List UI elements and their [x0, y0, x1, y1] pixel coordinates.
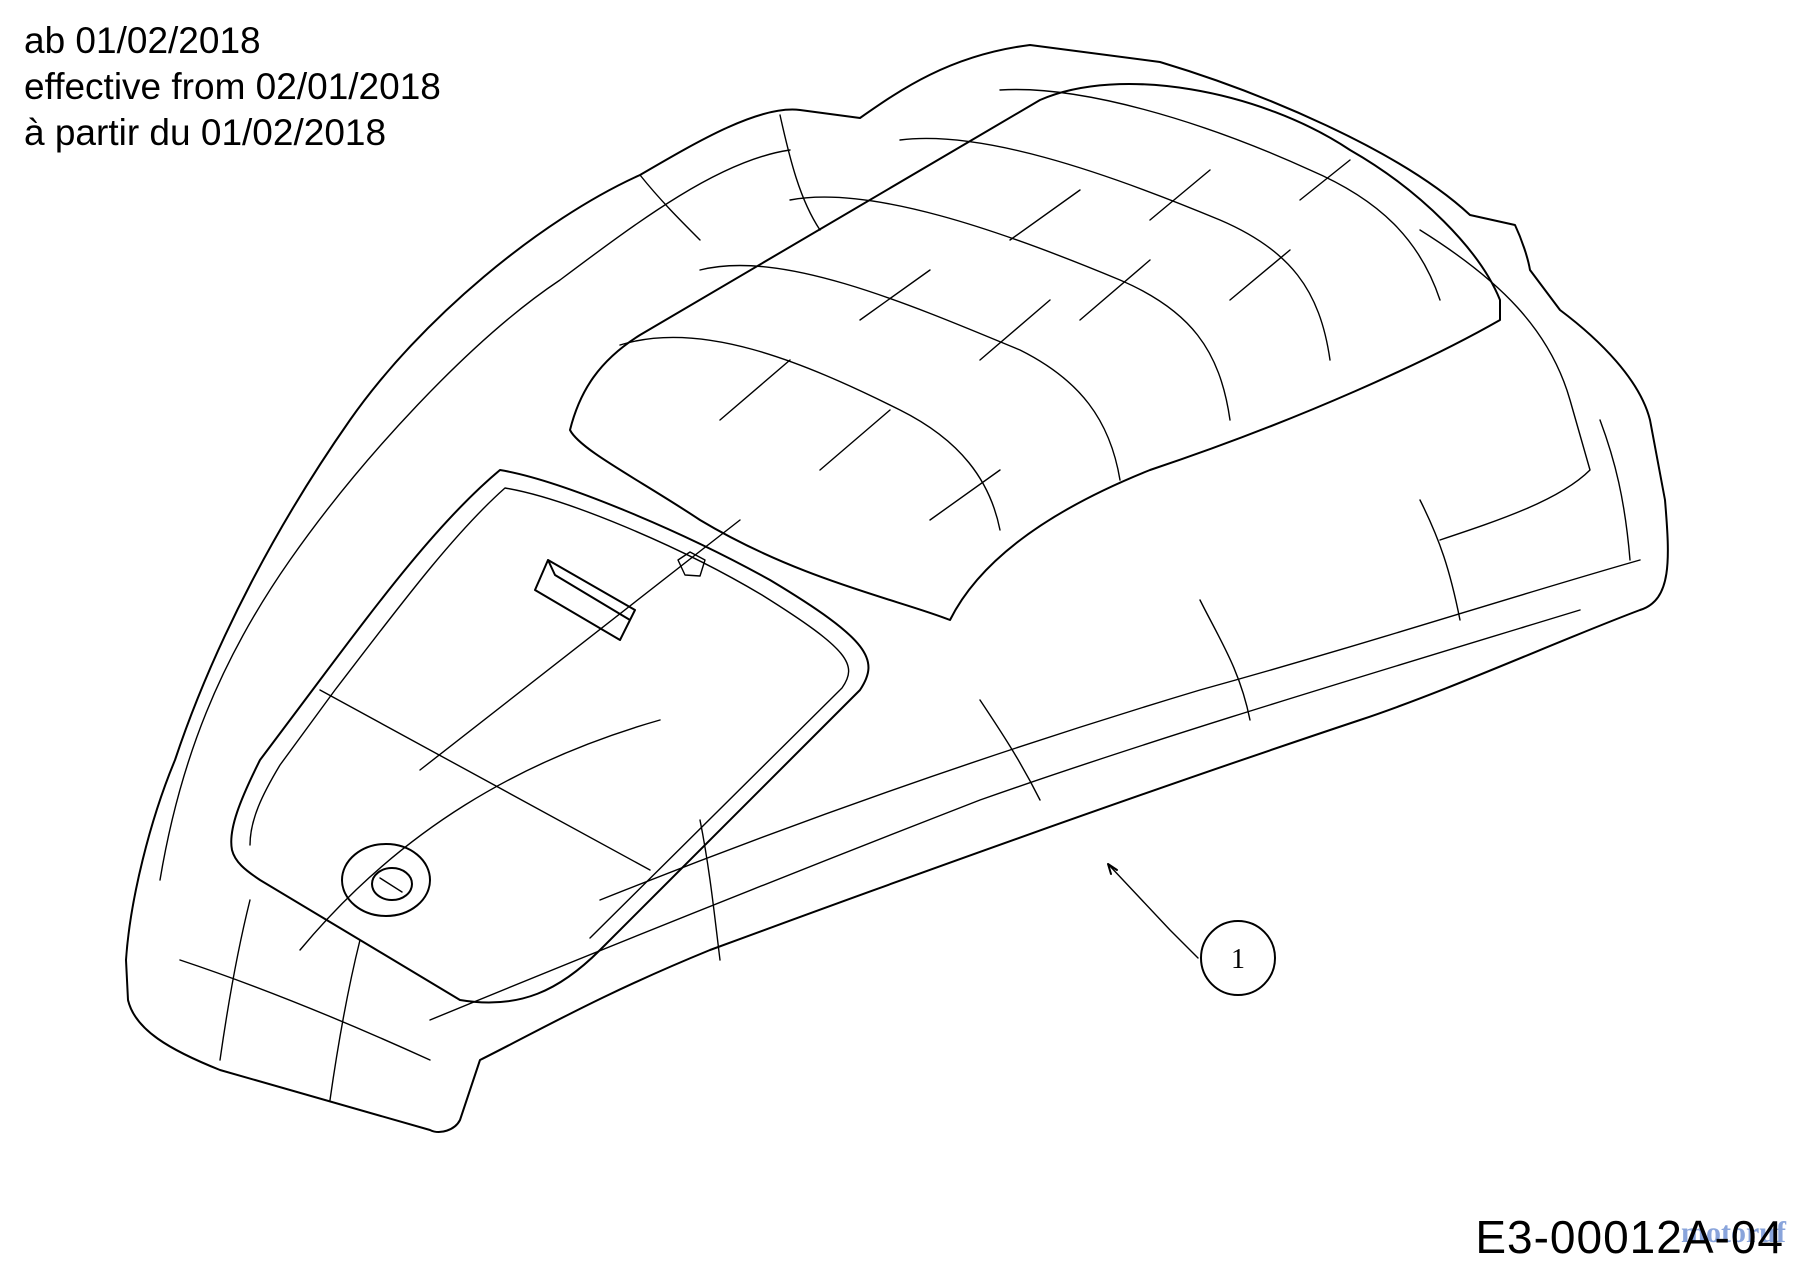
vent-cross-lines — [719, 159, 1351, 521]
access-panel-inner — [249, 487, 850, 939]
vent-rib-2 — [699, 264, 1121, 481]
panel-section-lines — [299, 519, 741, 951]
effective-date-en: effective from 02/01/2018 — [24, 66, 441, 107]
body-contour-1 — [179, 899, 431, 1101]
vent-rib-4 — [899, 137, 1331, 361]
body-contour-2 — [429, 609, 1581, 1021]
site-watermark: motoruf — [1681, 1216, 1786, 1249]
side-ridge — [639, 114, 821, 241]
callout-leader — [1107, 863, 1199, 959]
callout-label: 1 — [1231, 944, 1245, 975]
body-contour-3 — [599, 559, 1641, 901]
effective-date-de: ab 01/02/2018 — [24, 20, 261, 61]
vent-rib-1 — [619, 336, 1001, 531]
callout-bubble — [1200, 920, 1276, 996]
vent-recess — [569, 83, 1501, 621]
drawing-reference-code: E3-00012A-04 — [1475, 1211, 1784, 1263]
effective-date-fr: à partir du 01/02/2018 — [24, 112, 387, 153]
access-panel — [230, 469, 870, 1004]
vent-rib-3 — [789, 196, 1231, 421]
vent-rib-5 — [999, 88, 1441, 301]
body-contour-4 — [699, 419, 1631, 961]
screw-head — [371, 867, 413, 901]
callout-arrowhead — [1107, 863, 1118, 875]
hood-flange — [159, 149, 1591, 881]
screw-slot — [379, 877, 403, 893]
effective-date-notes: ab 01/02/2018 effective from 02/01/2018 … — [24, 18, 441, 156]
handle-slot — [534, 559, 636, 641]
hood-outline — [125, 44, 1669, 1133]
screw-boss — [341, 843, 431, 917]
panel-tab — [677, 551, 706, 577]
